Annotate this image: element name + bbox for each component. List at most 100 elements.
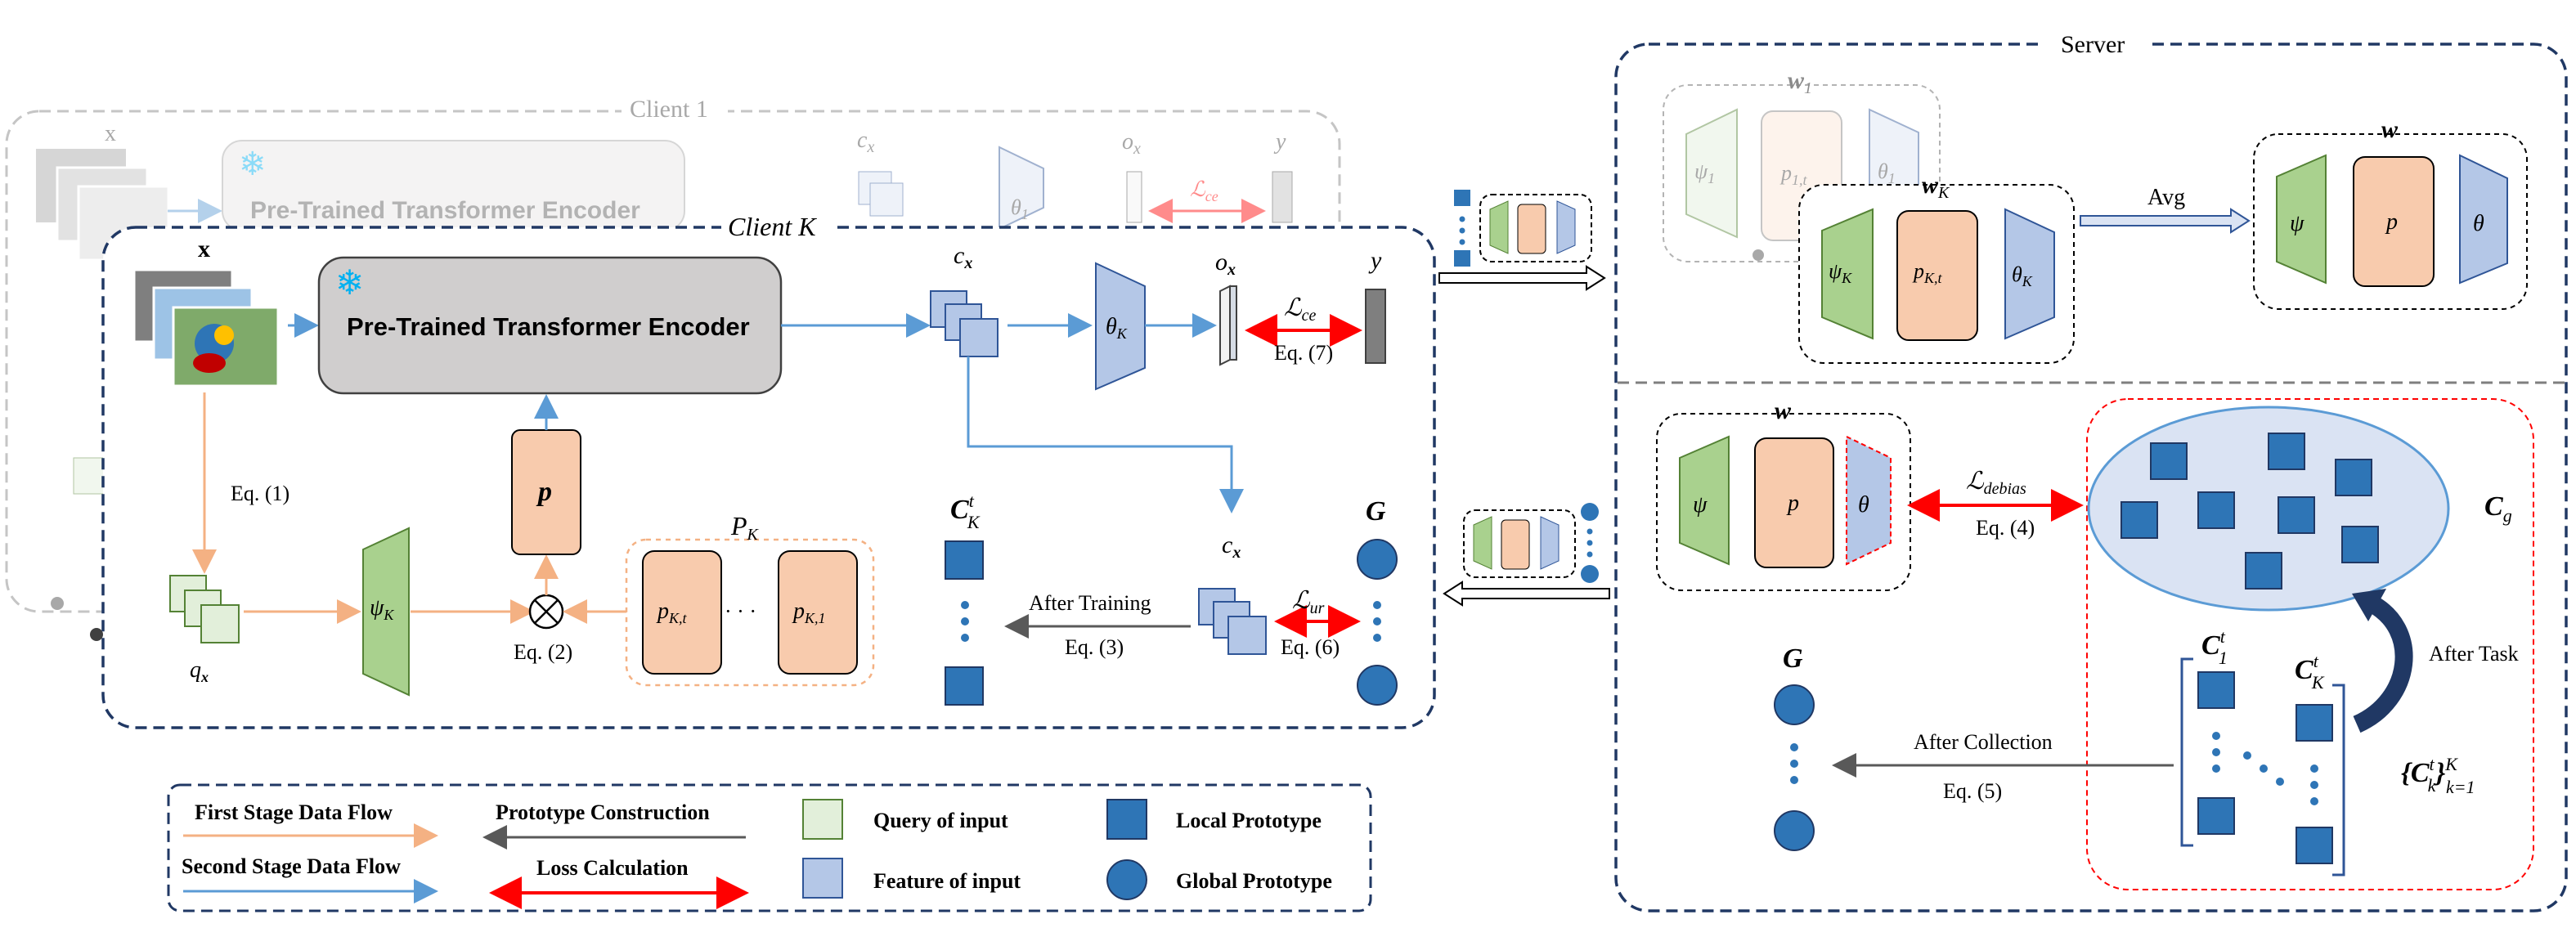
eq4-label: Eq. (4)	[1976, 516, 2035, 540]
input-image-stack	[132, 268, 280, 388]
server-w-global[interactable]: w ψ p θ	[2253, 116, 2528, 310]
svg-text:p: p	[2385, 209, 2398, 235]
legend: First Stage Data Flow Second Stage Data …	[167, 783, 1372, 912]
clientK-feature2-label: cx	[1222, 531, 1241, 562]
after-training-label: After Training	[1029, 591, 1151, 615]
download-arrow	[1443, 581, 1610, 607]
svg-text:ψ1: ψ1	[1694, 159, 1715, 186]
pool-dots: · · ·	[725, 599, 756, 623]
legend-border	[167, 783, 1372, 912]
clientK-encoder-label: Pre-Trained Transformer Encoder	[347, 312, 750, 341]
server-wK[interactable]: wK ψK pK,t θK	[1798, 172, 2075, 364]
svg-text:θ1: θ1	[1878, 159, 1896, 186]
cluster-prototypes	[2120, 433, 2379, 590]
svg-text:pK,1: pK,1	[792, 599, 826, 626]
eq5-label: Eq. (5)	[1943, 779, 2002, 803]
svg-text:ℒce: ℒce	[1284, 294, 1316, 325]
client1-target	[1272, 171, 1293, 223]
after-task-arrow	[2353, 595, 2413, 733]
legend-loss-calc: Loss Calculation	[536, 856, 689, 880]
client1-input-label: x	[105, 121, 116, 146]
eq2-label: Eq. (2)	[514, 640, 572, 664]
cg-label: Cg	[2484, 491, 2512, 526]
svg-text:CtK: CtK	[2295, 651, 2325, 693]
client1-image-stack	[36, 149, 126, 222]
eq1-label: Eq. (1)	[231, 482, 289, 505]
left-bracket	[2180, 657, 2193, 847]
svg-text:ψK: ψK	[370, 595, 394, 623]
legend-feature-input: Feature of input	[873, 869, 1021, 893]
svg-text:ℒce: ℒce	[1190, 177, 1218, 204]
clientK-input-label: x	[198, 235, 210, 262]
clientK-global-label: G	[1366, 496, 1386, 527]
server-w-debias[interactable]: w ψ p θ	[1656, 397, 1911, 591]
legend-second-stage: Second Stage Data Flow	[182, 854, 401, 878]
svg-text:θK: θK	[1106, 314, 1128, 342]
clientK-head	[1095, 262, 1146, 391]
download-packet	[1463, 503, 1599, 583]
client1-panel: Client 1 x Pre-Trained Transformer Encod…	[5, 96, 1341, 613]
svg-text:θ1: θ1	[1011, 195, 1029, 222]
svg-text:wK: wK	[1922, 172, 1950, 202]
client1-target-label: y	[1273, 129, 1286, 155]
avg-label: Avg	[2147, 185, 2185, 210]
clientK-feature-stack	[930, 290, 999, 357]
svg-text:p: p	[1786, 491, 1799, 516]
svg-text:θK: θK	[2012, 262, 2033, 289]
server-panel: Server w1 ψ1 p1,t θ1 wK ψK pK,t θK Av	[1614, 31, 2568, 912]
eq7-label: Eq. (7)	[1274, 341, 1333, 365]
client1-head	[999, 146, 1044, 231]
svg-text:p1,t: p1,t	[1779, 161, 1808, 188]
eq3-label: Eq. (3)	[1065, 635, 1124, 659]
clientK-output-bar	[1219, 285, 1231, 366]
clientK-output-label: ox	[1215, 249, 1236, 279]
client1-feature-label: cx	[857, 128, 874, 156]
svg-text:w1: w1	[1788, 67, 1812, 97]
svg-text:ψ: ψ	[1693, 492, 1708, 518]
svg-text:Ct1: Ct1	[2201, 626, 2228, 668]
server-title: Server	[2061, 31, 2125, 58]
local-proto-bottom	[945, 666, 984, 706]
pool-prompt-1	[778, 550, 858, 675]
legend-first-stage: First Stage Data Flow	[195, 800, 393, 824]
legend-query-swatch	[802, 799, 843, 840]
clientK-feature-label: cx	[954, 242, 972, 272]
after-task-label: After Task	[2429, 642, 2519, 666]
svg-text:θ: θ	[1858, 492, 1869, 518]
snowflake-icon: ❄	[239, 146, 267, 182]
svg-text:pK,t: pK,t	[656, 599, 688, 626]
clientK-prompt-label: p	[536, 477, 552, 507]
local-proto-top	[945, 540, 984, 580]
right-bracket	[2332, 684, 2345, 877]
svg-text:ψ: ψ	[2290, 211, 2304, 236]
query-label: qx	[190, 657, 209, 685]
pool-prompt-t	[642, 550, 722, 675]
client1-encoder-label: Pre-Trained Transformer Encoder	[250, 197, 640, 224]
legend-query-input: Query of input	[873, 809, 1008, 832]
eq6-label: Eq. (6)	[1281, 635, 1340, 659]
svg-text:ℒur: ℒur	[1292, 587, 1325, 617]
global-proto-bottom	[1357, 665, 1398, 706]
legend-local-swatch	[1106, 799, 1147, 840]
upload-arrow	[1438, 265, 1606, 291]
legend-local-proto: Local Prototype	[1176, 809, 1322, 832]
svg-text:ψK: ψK	[1829, 259, 1852, 286]
clientK-panel: Client K x ❄ Pre-Trained Transformer Enc…	[90, 212, 1436, 729]
server-global-label: G	[1783, 643, 1803, 674]
svg-text:w: w	[1775, 397, 1792, 424]
svg-text:ox: ox	[1122, 129, 1141, 158]
clientK-pool-label: PK	[730, 511, 760, 544]
clientK-feature2-stack	[1198, 588, 1267, 655]
global-proto-top	[1357, 539, 1398, 580]
clientK-target-label: y	[1368, 247, 1382, 274]
svg-text:pK,t: pK,t	[1912, 259, 1943, 286]
query-stack	[169, 575, 240, 643]
clientK-title: Client K	[728, 212, 817, 241]
after-collection-label: After Collection	[1914, 730, 2053, 754]
legend-global-proto: Global Prototype	[1176, 869, 1332, 893]
svg-text:θ: θ	[2473, 211, 2484, 236]
legend-proto-construction: Prototype Construction	[496, 800, 710, 824]
